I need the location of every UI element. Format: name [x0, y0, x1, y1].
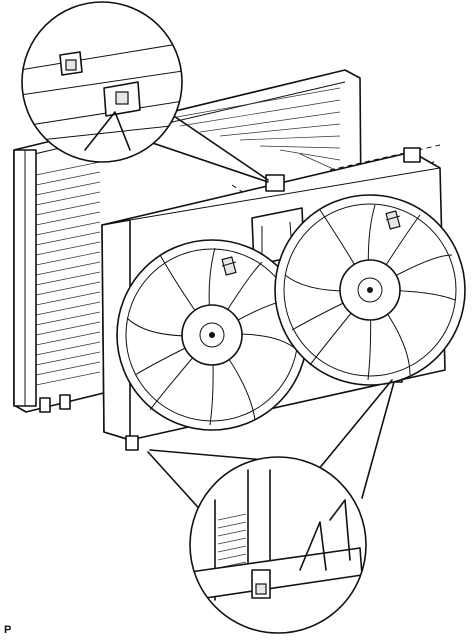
upper-bracket-left	[265, 174, 285, 192]
detail-callout-top	[21, 1, 183, 163]
fan-left	[116, 239, 308, 431]
detail-leader-lines	[119, 109, 395, 516]
corner-label: P	[4, 624, 12, 636]
radiator-core-fins	[35, 87, 341, 386]
bolt-right	[385, 210, 401, 230]
detail-callout-bottom	[189, 456, 367, 634]
lower-tab-left	[125, 435, 139, 451]
bolt-left	[221, 256, 237, 276]
fan-right	[274, 194, 466, 386]
upper-bracket-right	[403, 147, 421, 163]
